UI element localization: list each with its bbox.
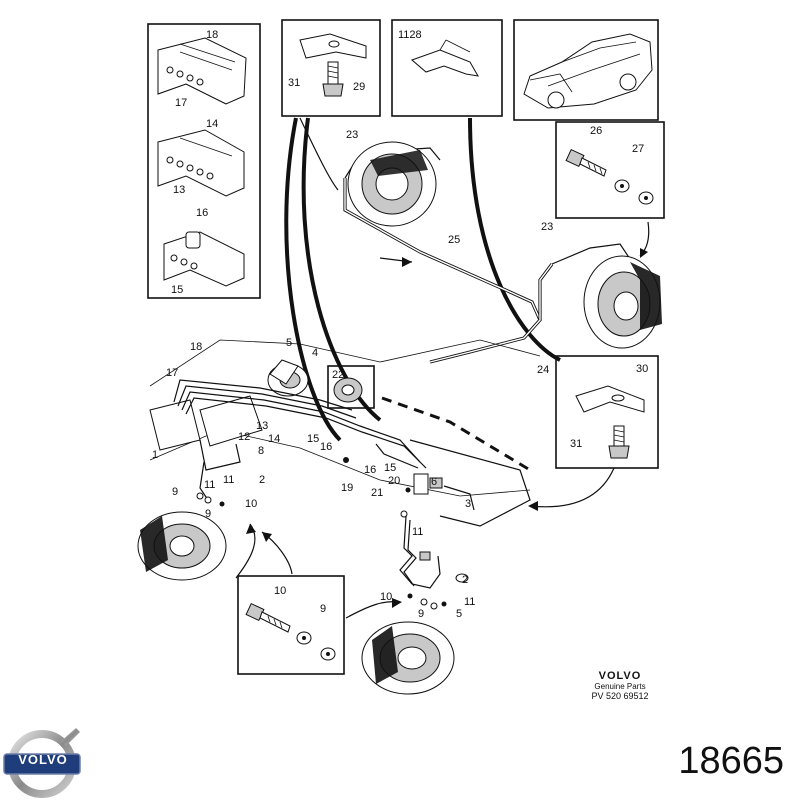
bolt-washer-inset-box: 26 27 bbox=[555, 121, 665, 219]
callout-5-right: 5 bbox=[456, 608, 462, 620]
callout-31: 31 bbox=[288, 77, 300, 89]
clip-1128-inset-box: 1128 bbox=[391, 19, 503, 117]
callout-9: 9 bbox=[172, 486, 178, 498]
callout-23-right: 23 bbox=[541, 221, 553, 233]
front-right-brake-hose: 11 2 10 9 11 5 bbox=[380, 510, 475, 620]
callout-11-right-b: 11 bbox=[464, 596, 475, 608]
callout-11: 11 bbox=[204, 479, 215, 491]
bolt-10-inset-box: 10 9 bbox=[237, 575, 345, 675]
callout-18-main: 18 bbox=[190, 341, 202, 353]
callout-25: 25 bbox=[448, 234, 460, 246]
callout-26: 26 bbox=[590, 125, 602, 137]
callout-24: 24 bbox=[537, 364, 549, 376]
callout-1: 1 bbox=[152, 449, 158, 461]
callout-1128: 1128 bbox=[398, 29, 422, 41]
callout-10: 10 bbox=[245, 498, 257, 510]
callout-27: 27 bbox=[632, 143, 644, 155]
callout-29: 29 bbox=[353, 81, 365, 93]
callout-23: 23 bbox=[346, 129, 358, 141]
callout-9-right: 9 bbox=[418, 608, 424, 620]
callout-22: 22 bbox=[332, 369, 344, 381]
callout-8: 8 bbox=[258, 445, 264, 457]
bracket-14-drawing bbox=[157, 129, 245, 197]
clip-bolt-inset-box: 31 29 bbox=[281, 19, 381, 117]
callout-11-b: 11 bbox=[223, 474, 234, 486]
callout-16: 16 bbox=[196, 207, 208, 219]
rear-left-brake-disc: 23 bbox=[346, 129, 437, 227]
callout-13-main: 13 bbox=[256, 420, 268, 432]
abs-master-cylinder: 18 17 5 4 1 12 13 14 15 16 8 11 11 2 9 9… bbox=[149, 337, 427, 520]
callout-9-inset: 9 bbox=[320, 603, 326, 615]
callout-12: 12 bbox=[238, 431, 250, 443]
brand-block: VOLVO Genuine Parts PV 520 69512 bbox=[560, 670, 680, 701]
bracket-inset-box: 18 17 14 13 16 15 bbox=[147, 23, 261, 299]
callout-16-rear: 16 bbox=[364, 464, 376, 476]
callout-14: 14 bbox=[206, 118, 218, 130]
callout-15: 15 bbox=[171, 284, 183, 296]
callout-4: 4 bbox=[312, 347, 318, 359]
callout-31-lower: 31 bbox=[570, 438, 582, 450]
rear-axle-fittings: 19 16 15 20 21 6 3 bbox=[341, 443, 475, 511]
callout-5: 5 bbox=[286, 337, 292, 349]
callout-6: 6 bbox=[431, 476, 437, 488]
genuine-parts-label: Genuine Parts bbox=[594, 682, 646, 691]
long-brake-lines bbox=[284, 117, 561, 442]
callout-21: 21 bbox=[371, 487, 383, 499]
bracket-18-drawing bbox=[157, 37, 247, 105]
clip-30-inset-box: 30 31 bbox=[555, 355, 659, 469]
car-inset-box bbox=[513, 19, 659, 121]
callout-11-right: 11 bbox=[412, 526, 423, 538]
callout-15-main: 15 bbox=[307, 433, 319, 445]
brand-name: VOLVO bbox=[598, 670, 642, 682]
grommet-22: 22 bbox=[327, 365, 375, 409]
logo-wordmark: VOLVO bbox=[18, 752, 68, 767]
callout-20: 20 bbox=[388, 475, 400, 487]
callout-2: 2 bbox=[259, 474, 265, 486]
callout-3: 3 bbox=[465, 498, 471, 510]
callout-10-inset: 10 bbox=[274, 585, 286, 597]
bracket-16-drawing bbox=[163, 231, 245, 287]
callout-30: 30 bbox=[636, 363, 648, 375]
callout-17-main: 17 bbox=[166, 367, 178, 379]
callout-2-right: 2 bbox=[462, 574, 468, 586]
callout-18: 18 bbox=[206, 29, 218, 41]
connector-arrows bbox=[345, 221, 650, 619]
callout-15-rear: 15 bbox=[384, 462, 396, 474]
front-right-brake-disc bbox=[361, 621, 455, 695]
callout-13: 13 bbox=[173, 184, 185, 196]
callout-9-b: 9 bbox=[205, 508, 211, 520]
rear-right-brake-disc: 23 25 24 bbox=[448, 221, 662, 376]
callout-17: 17 bbox=[175, 97, 187, 109]
diagram-number: 18665 bbox=[678, 740, 784, 782]
volvo-logo-icon bbox=[3, 728, 81, 798]
front-left-brake-disc bbox=[137, 461, 293, 581]
part-code: PV 520 69512 bbox=[591, 691, 649, 701]
callout-19: 19 bbox=[341, 482, 353, 494]
callout-14-main: 14 bbox=[268, 433, 280, 445]
callout-16-main: 16 bbox=[320, 441, 332, 453]
callout-10-right: 10 bbox=[380, 591, 392, 603]
